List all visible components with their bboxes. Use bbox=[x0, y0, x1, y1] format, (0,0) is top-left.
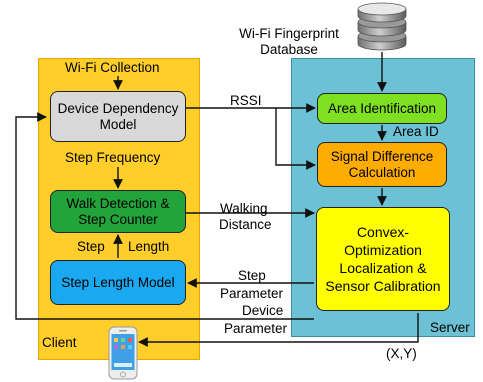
client-panel-label: Client bbox=[42, 335, 77, 350]
smartphone-icon bbox=[108, 326, 138, 380]
convex-optimization-box: Convex-Optimization Localization & Senso… bbox=[316, 207, 450, 311]
walk-detection-box: Walk Detection & Step Counter bbox=[50, 190, 186, 233]
step-word-label: Step bbox=[77, 239, 105, 254]
database-icon bbox=[357, 2, 407, 51]
device-param-line2: Parameter bbox=[224, 321, 288, 336]
rssi-label: RSSI bbox=[230, 93, 262, 108]
database-label: Wi-Fi Fingerprint Database bbox=[220, 26, 358, 58]
step-param-line1: Step bbox=[238, 268, 266, 283]
server-panel-label: Server bbox=[430, 320, 470, 335]
step-frequency-label: Step Frequency bbox=[65, 150, 161, 165]
area-id-label: Area ID bbox=[393, 124, 439, 139]
step-length-model-box: Step Length Model bbox=[50, 260, 186, 305]
length-word-label: Length bbox=[128, 239, 170, 254]
area-identification-box: Area Identification bbox=[317, 93, 447, 124]
step-parameter-label: Step Parameter bbox=[220, 268, 283, 302]
signal-difference-box: Signal Difference Calculation bbox=[317, 142, 447, 187]
output-label: (X,Y) bbox=[386, 346, 417, 361]
device-parameter-label: Device Parameter bbox=[224, 303, 287, 337]
walking-line1: Walking bbox=[220, 201, 268, 216]
walking-distance-label: Walking Distance bbox=[219, 201, 272, 233]
database-label-line2: Database bbox=[260, 42, 318, 57]
step-param-line2: Parameter bbox=[220, 286, 284, 301]
device-dependency-model-box: Device Dependency Model bbox=[50, 91, 186, 142]
database-label-line1: Wi-Fi Fingerprint bbox=[239, 26, 339, 41]
device-param-line1: Device bbox=[242, 303, 284, 318]
wifi-collection-label: Wi-Fi Collection bbox=[65, 60, 160, 75]
walking-line2: Distance bbox=[219, 217, 272, 232]
